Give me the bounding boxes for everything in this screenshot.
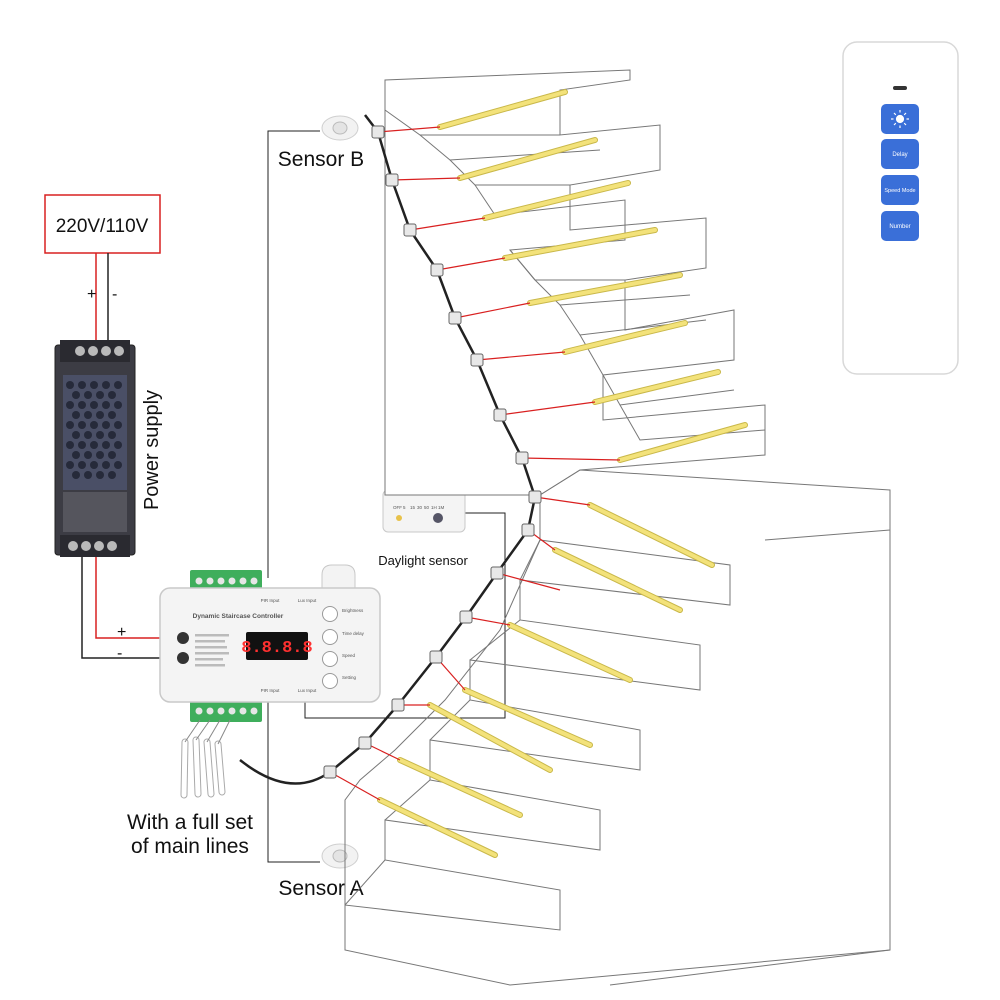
- dc-jack-bottom: [177, 652, 189, 664]
- display-digits: 8.8.8.8: [241, 639, 312, 658]
- led-display: [246, 632, 308, 660]
- sensor-a-label: Sensor A: [278, 877, 363, 900]
- controller-hanger: [321, 564, 356, 591]
- remote-speed-mode-label: Speed Mode: [884, 188, 915, 194]
- bottom-terminal-block: [190, 700, 262, 722]
- daylight-scale-4: 50: [424, 505, 430, 510]
- speed-button[interactable]: [322, 651, 338, 667]
- remote-delay-button[interactable]: [881, 139, 919, 169]
- power-supply-label: Power supply: [141, 390, 163, 510]
- remote-control: Delay Speed Mode Number: [842, 41, 959, 375]
- daylight-scale-3: 30: [417, 505, 423, 510]
- controller-buttons: Brightness Time delay Speed Setting: [322, 606, 365, 689]
- daylight-sensor-wire: [304, 512, 506, 719]
- remote-indicator: [893, 86, 907, 90]
- time-delay-button[interactable]: [322, 629, 338, 645]
- power-supply-terminals-top: [75, 346, 124, 356]
- cable-connectors: [323, 125, 542, 779]
- sensor-a-wire: [267, 697, 320, 863]
- sensor-b-wire: [267, 130, 320, 578]
- led-bars-lower: [377, 502, 715, 858]
- dc-wire-black: [81, 557, 160, 659]
- speed-label: Speed: [342, 653, 356, 658]
- voltage-box: [44, 194, 161, 254]
- dc-plus-label: +: [117, 624, 126, 641]
- pir-input-bottom-label: PIR Input: [261, 688, 281, 693]
- dc-jack-top: [177, 632, 189, 644]
- power-supply-terminals-bottom: [68, 541, 117, 551]
- sun-icon: [891, 110, 909, 128]
- voltage-label: 220V/110V: [56, 216, 149, 237]
- setting-button[interactable]: [322, 673, 338, 689]
- remote-delay-label: Delay: [892, 152, 907, 158]
- daylight-scale-6: 1M: [438, 505, 445, 510]
- pir-input-top-label: PIR Input: [261, 598, 281, 603]
- time-delay-label: Time delay: [342, 631, 365, 636]
- staircase-lower-flight: [344, 495, 891, 986]
- daylight-scale-2: 15: [410, 505, 416, 510]
- ac-plus-label: +: [87, 286, 96, 303]
- main-lines-label-2: of main lines: [131, 835, 249, 858]
- main-lines-bundle: [180, 719, 231, 799]
- daylight-sensor-label: Daylight sensor: [378, 553, 468, 568]
- lux-input-bottom-label: Lux Input: [298, 688, 317, 693]
- brightness-label: Brightness: [342, 608, 364, 613]
- voltage-input: 220V/110V: [44, 194, 161, 254]
- power-supply-vents: [66, 381, 122, 479]
- power-supply: [54, 340, 136, 557]
- ac-minus-label: -: [112, 286, 117, 303]
- sensor-b-label: Sensor B: [278, 148, 364, 171]
- daylight-scale-0: OFF: [393, 505, 402, 510]
- remote-body: [842, 41, 959, 375]
- setting-label: Setting: [342, 675, 357, 680]
- sensor-b: [321, 115, 359, 141]
- lux-input-top-label: Lux Input: [298, 598, 317, 603]
- brightness-button[interactable]: [322, 606, 338, 622]
- sensor-a: [321, 843, 359, 869]
- dc-minus-label: -: [117, 645, 122, 662]
- top-terminal-block: [190, 570, 262, 592]
- main-lines-label-1: With a full set: [127, 811, 253, 834]
- remote-number-label: Number: [889, 224, 910, 230]
- dc-wire-red: [95, 557, 160, 639]
- main-cable: [239, 114, 537, 785]
- led-bars-upper: [437, 89, 748, 463]
- remote-number-button[interactable]: [881, 211, 919, 241]
- remote-speed-mode-button[interactable]: [881, 175, 919, 205]
- staircase-controller: Dynamic Staircase Controller PIR Input L…: [159, 564, 381, 722]
- controller-title: Dynamic Staircase Controller: [193, 613, 284, 620]
- daylight-led: [396, 515, 402, 521]
- daylight-knob[interactable]: [433, 513, 443, 523]
- step-wires-upper: [377, 126, 621, 461]
- daylight-scale-5: 1H: [431, 505, 437, 510]
- daylight-scale-1: 5: [403, 505, 406, 510]
